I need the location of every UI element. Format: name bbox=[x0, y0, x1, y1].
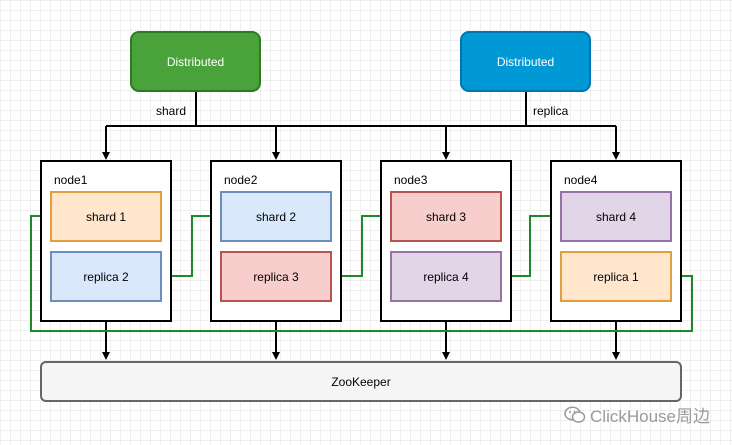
shard-label: shard 3 bbox=[425, 209, 467, 224]
shard-label: shard 1 bbox=[85, 209, 127, 224]
shard-label: shard 4 bbox=[595, 209, 637, 224]
shard-edge-label: shard bbox=[154, 104, 189, 118]
node4-replica[interactable]: replica 1 bbox=[560, 251, 672, 302]
node2-replica[interactable]: replica 3 bbox=[220, 251, 332, 302]
replication-edges bbox=[30, 215, 693, 332]
replica-label: replica 2 bbox=[83, 269, 129, 284]
edge-shard2-replica2 bbox=[162, 215, 220, 280]
replica-label: replica 1 bbox=[593, 269, 639, 284]
zookeeper-box[interactable]: ZooKeeper bbox=[40, 361, 682, 402]
node1-replica[interactable]: replica 2 bbox=[50, 251, 162, 302]
edge-shard3-replica3 bbox=[332, 215, 390, 280]
node-label: node3 bbox=[394, 173, 428, 187]
distributed-right-label: Distributed bbox=[496, 54, 555, 69]
distributed-table-left[interactable]: Distributed bbox=[130, 31, 261, 92]
node3-replica[interactable]: replica 4 bbox=[390, 251, 502, 302]
node-label: node2 bbox=[224, 173, 258, 187]
node3-shard[interactable]: shard 3 bbox=[390, 191, 502, 242]
zookeeper-label: ZooKeeper bbox=[331, 374, 391, 389]
wechat-icon bbox=[564, 406, 586, 423]
distributed-left-label: Distributed bbox=[166, 54, 225, 69]
watermark-text: ClickHouse周边 bbox=[590, 407, 710, 426]
watermark: ClickHouse周边 bbox=[564, 402, 710, 427]
replica-label: replica 4 bbox=[423, 269, 469, 284]
node4-shard[interactable]: shard 4 bbox=[560, 191, 672, 242]
replica-label: replica 3 bbox=[253, 269, 299, 284]
distributed-table-right[interactable]: Distributed bbox=[460, 31, 591, 92]
edge-shard4-replica4 bbox=[502, 215, 560, 280]
edge-shard1-replica1 bbox=[30, 215, 693, 332]
shard-label: shard 2 bbox=[255, 209, 297, 224]
replica-edge-label: replica bbox=[531, 104, 571, 118]
node1-shard[interactable]: shard 1 bbox=[50, 191, 162, 242]
node-label: node1 bbox=[54, 173, 88, 187]
node-label: node4 bbox=[564, 173, 598, 187]
node2-shard[interactable]: shard 2 bbox=[220, 191, 332, 242]
distribution-edges bbox=[102, 92, 620, 360]
